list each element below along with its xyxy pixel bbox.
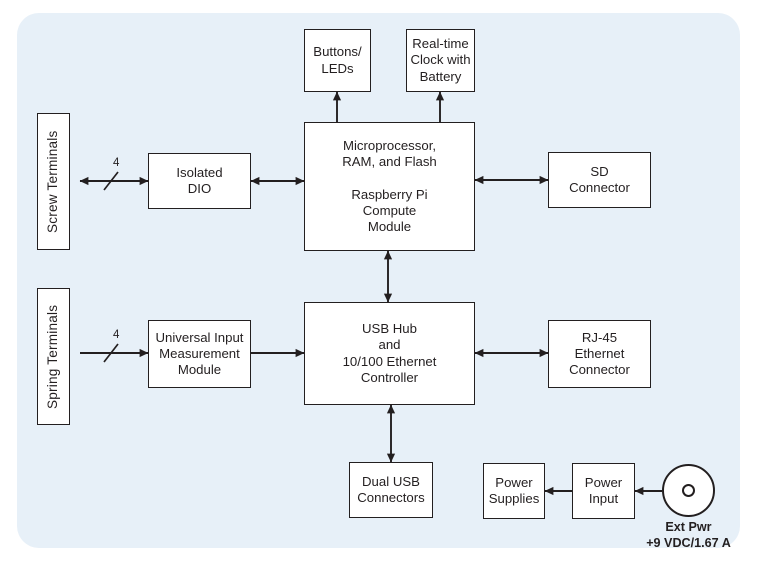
ext-power-jack-icon	[662, 464, 715, 517]
ext-power-caption: Ext Pwr +9 VDC/1.67 A	[646, 520, 731, 551]
processor-primary-label: Microprocessor, RAM, and Flash	[342, 137, 437, 169]
block-power-input[interactable]: Power Input	[572, 463, 635, 519]
block-universal-input-module[interactable]: Universal Input Measurement Module	[148, 320, 251, 388]
diagram-background-panel	[17, 13, 740, 548]
block-power-supplies[interactable]: Power Supplies	[483, 463, 545, 519]
ext-power-jack-hole-icon	[682, 484, 695, 497]
block-processor[interactable]: Microprocessor, RAM, and Flash Raspberry…	[304, 122, 475, 251]
block-sd-connector[interactable]: SD Connector	[548, 152, 651, 208]
block-rj45-connector[interactable]: RJ-45 Ethernet Connector	[548, 320, 651, 388]
block-spring-terminals[interactable]: Spring Terminals	[37, 288, 70, 425]
block-realtime-clock[interactable]: Real-time Clock with Battery	[406, 29, 475, 92]
block-buttons-leds[interactable]: Buttons/ LEDs	[304, 29, 371, 92]
bus-width-label-screw: 4	[113, 157, 120, 169]
processor-secondary-label: Raspberry Pi Compute Module	[351, 186, 428, 235]
bus-width-label-spring: 4	[113, 329, 120, 341]
block-dual-usb-connectors[interactable]: Dual USB Connectors	[349, 462, 433, 518]
block-screw-terminals[interactable]: Screw Terminals	[37, 113, 70, 250]
block-isolated-dio[interactable]: Isolated DIO	[148, 153, 251, 209]
block-usb-hub-ethernet[interactable]: USB Hub and 10/100 Ethernet Controller	[304, 302, 475, 405]
